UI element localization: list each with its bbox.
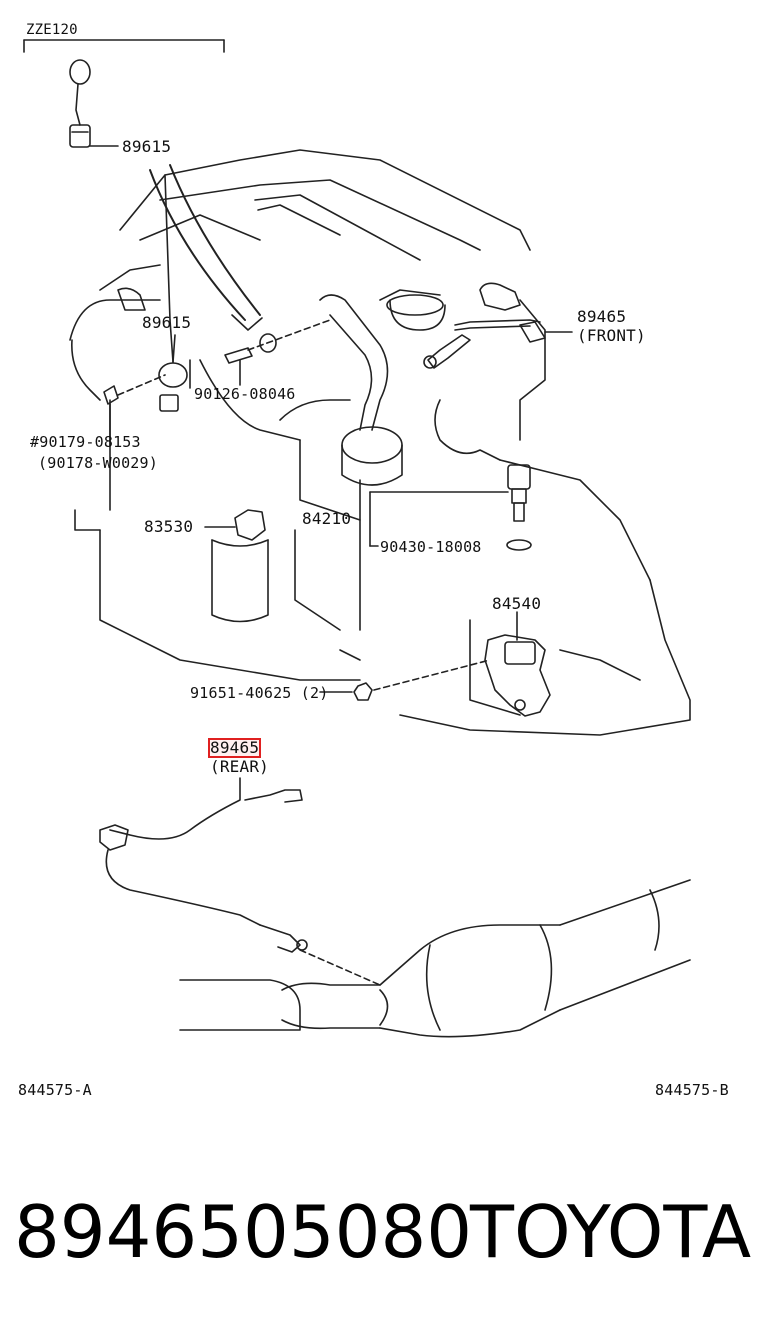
- part-number: 8946505080: [14, 1190, 473, 1274]
- hose: [117, 287, 403, 486]
- callout-o2-rear-part: 89465: [207, 738, 262, 758]
- leader-lines: [109, 319, 191, 446]
- callout-o2-rear-sub: (REAR): [210, 757, 269, 776]
- engine-block: [69, 149, 691, 736]
- water-temp-sensor-drawing: [369, 464, 532, 551]
- reference-right: 844575-B: [655, 1081, 729, 1099]
- brand-name: TOYOTA: [470, 1190, 752, 1274]
- callout-oil-pressure-switch: 83530: [144, 517, 194, 536]
- callout-gasket: 90430-18008: [380, 538, 482, 556]
- knock-sensor-mid-drawing: [158, 334, 188, 412]
- header-bracket: [23, 39, 225, 53]
- nut-drawing: [319, 659, 491, 701]
- clamp-bolt-drawing: [103, 374, 166, 441]
- neutral-switch-drawing: [484, 611, 551, 717]
- o2-rear-drawing: [99, 777, 381, 986]
- callout-water-temp-group: 84210: [302, 509, 352, 528]
- callout-clamp-note-1: #90179-08153: [30, 433, 141, 451]
- callout-o2-front-part: 89465: [577, 307, 627, 326]
- callout-bolt: 90126-08046: [194, 385, 296, 403]
- callout-neutral-switch: 84540: [492, 594, 542, 613]
- callout-clamp-note-2: (90178-W0029): [38, 454, 158, 472]
- exhaust-drawing: [179, 879, 691, 1038]
- o2-front-drawing: [423, 319, 573, 369]
- callout-nut: 91651-40625 (2): [190, 684, 329, 702]
- bolt-drawing: [224, 319, 331, 386]
- callout-knock-sensor-top: 89615: [122, 137, 172, 156]
- callout-o2-front-sub: (FRONT): [577, 326, 646, 345]
- model-header: ZZE120: [26, 22, 78, 38]
- callout-knock-sensor-mid: 89615: [142, 313, 192, 332]
- intake-pipe: [149, 164, 263, 331]
- reference-left: 844575-A: [18, 1081, 92, 1099]
- knock-sensor-top-drawing: [69, 59, 119, 148]
- oil-pressure-switch-drawing: [204, 509, 269, 623]
